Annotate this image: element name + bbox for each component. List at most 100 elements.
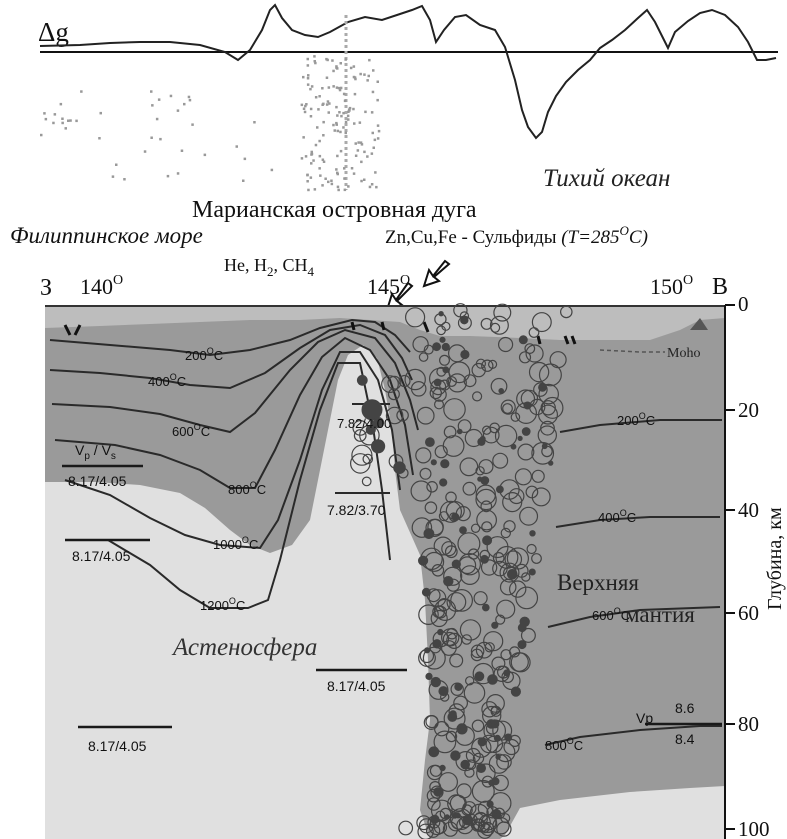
seismicity-dot [370, 111, 374, 114]
seismicity-dot [372, 69, 375, 72]
seismicity-dot [343, 177, 346, 180]
seismicity-dot [343, 167, 346, 170]
hypocenter [371, 439, 386, 454]
asthenosphere-label: Астеносфера [171, 634, 317, 661]
depth-axis: 0 20 40 60 80 100 Глубина, км [724, 292, 786, 839]
hypocenter [424, 501, 438, 514]
hypocenter [416, 815, 432, 831]
seismicity-dot [358, 121, 362, 124]
velocity-bars [62, 464, 722, 729]
hypocenter [486, 694, 505, 713]
hypocenter [500, 399, 516, 415]
hypocenter [525, 344, 544, 363]
seismicity-dot [366, 155, 369, 158]
seismicity-dot [372, 146, 375, 149]
seismicity-dot [342, 92, 346, 96]
hypocenter [519, 506, 539, 526]
hypocenter [443, 566, 463, 586]
seismicity-dot [338, 88, 342, 92]
seismicity-dot [352, 172, 356, 175]
seismicity-dot [339, 149, 343, 153]
hypocenter [531, 312, 552, 333]
depth-tick-label: 60 [738, 601, 759, 625]
velocity-labels: Vp / Vs 8.17/4.05 8.17/4.05 7.82/4.00 7.… [68, 416, 695, 754]
hypocenter [428, 589, 447, 607]
hypocenter [492, 560, 508, 577]
hypocenter [462, 801, 477, 816]
seismicity-dot [328, 102, 331, 105]
hypocenter [430, 785, 444, 799]
seismicity-dot [352, 65, 356, 68]
hypocenter [500, 527, 511, 539]
seismicity-dot [354, 77, 357, 81]
seismicity-dot [324, 177, 327, 180]
seismicity-dot [310, 152, 314, 156]
seismicity-dot [352, 75, 356, 79]
velocity-value: 8.17/4.05 [68, 473, 127, 489]
seismicity-dot [325, 76, 329, 79]
seismicity-dot [325, 103, 329, 106]
seismicity-dot [306, 64, 310, 67]
vp-scale-label: Vp [636, 710, 653, 726]
seismicity-dot [321, 87, 324, 90]
seismicity-dot [176, 172, 180, 175]
hypocenter [442, 631, 457, 646]
sulfide-vent-arrow-icon [422, 259, 451, 288]
seismicity-dot [43, 112, 46, 115]
hypocenter [425, 437, 435, 448]
seismicity-dot [376, 98, 379, 102]
seismicity-dot [155, 117, 159, 121]
hypocenter [503, 520, 516, 533]
seismicity-dot [376, 137, 380, 140]
hypocenter [510, 412, 521, 422]
hypocenter [518, 335, 528, 345]
isotherm-label: 600OC [172, 422, 210, 439]
seismicity-dot [360, 143, 364, 146]
hypocenter [481, 701, 498, 718]
hypocenter [420, 547, 443, 571]
seismicity-dot [99, 111, 102, 115]
hypocenter [506, 547, 530, 570]
seismicity-dot [356, 149, 360, 152]
hypocenter [421, 587, 431, 597]
seismicity-dot [375, 185, 378, 189]
hypocenter [430, 459, 437, 466]
seismicity-dot [303, 110, 307, 114]
hypocenter [471, 779, 495, 803]
velocity-value: 8.17/4.05 [88, 738, 147, 754]
hypocenter [514, 563, 529, 578]
hypocenter [362, 453, 374, 465]
seismicity-dot [304, 155, 308, 158]
hypocenter [476, 509, 498, 531]
hypocenter [453, 695, 469, 711]
hypocenter [480, 559, 498, 576]
seismicity-dot [337, 188, 340, 192]
isotherm-label: 800OC [228, 480, 266, 497]
hypocenter [448, 344, 467, 363]
depth-tick-label: 100 [738, 817, 770, 839]
hypocenter [385, 406, 404, 425]
hypocenter [454, 725, 475, 746]
hypocenter [439, 478, 448, 487]
hypocenter [434, 445, 448, 459]
hypocenter [352, 420, 369, 436]
seismicity-dot [242, 179, 245, 182]
longitude-140: 140O [80, 273, 123, 299]
seismicity-dot [61, 117, 64, 120]
hypocenter [393, 461, 406, 474]
sulfides-temp-close: C) [629, 227, 648, 248]
seismicity-dot [203, 153, 207, 157]
seismicity-dot [317, 108, 320, 111]
seismicity-dot [335, 65, 338, 68]
hypocenter [491, 621, 499, 629]
hypocenter [490, 705, 500, 715]
hypocenter [446, 376, 458, 387]
hypocenter [517, 640, 527, 650]
hypocenter [498, 336, 514, 353]
hypocenter [415, 447, 432, 464]
seismicity-dot [336, 171, 339, 175]
depth-tick-label: 0 [738, 292, 749, 316]
isotherm-label: 1000OC [213, 535, 258, 552]
hypocenter [517, 435, 523, 441]
hypocenter [439, 807, 452, 820]
